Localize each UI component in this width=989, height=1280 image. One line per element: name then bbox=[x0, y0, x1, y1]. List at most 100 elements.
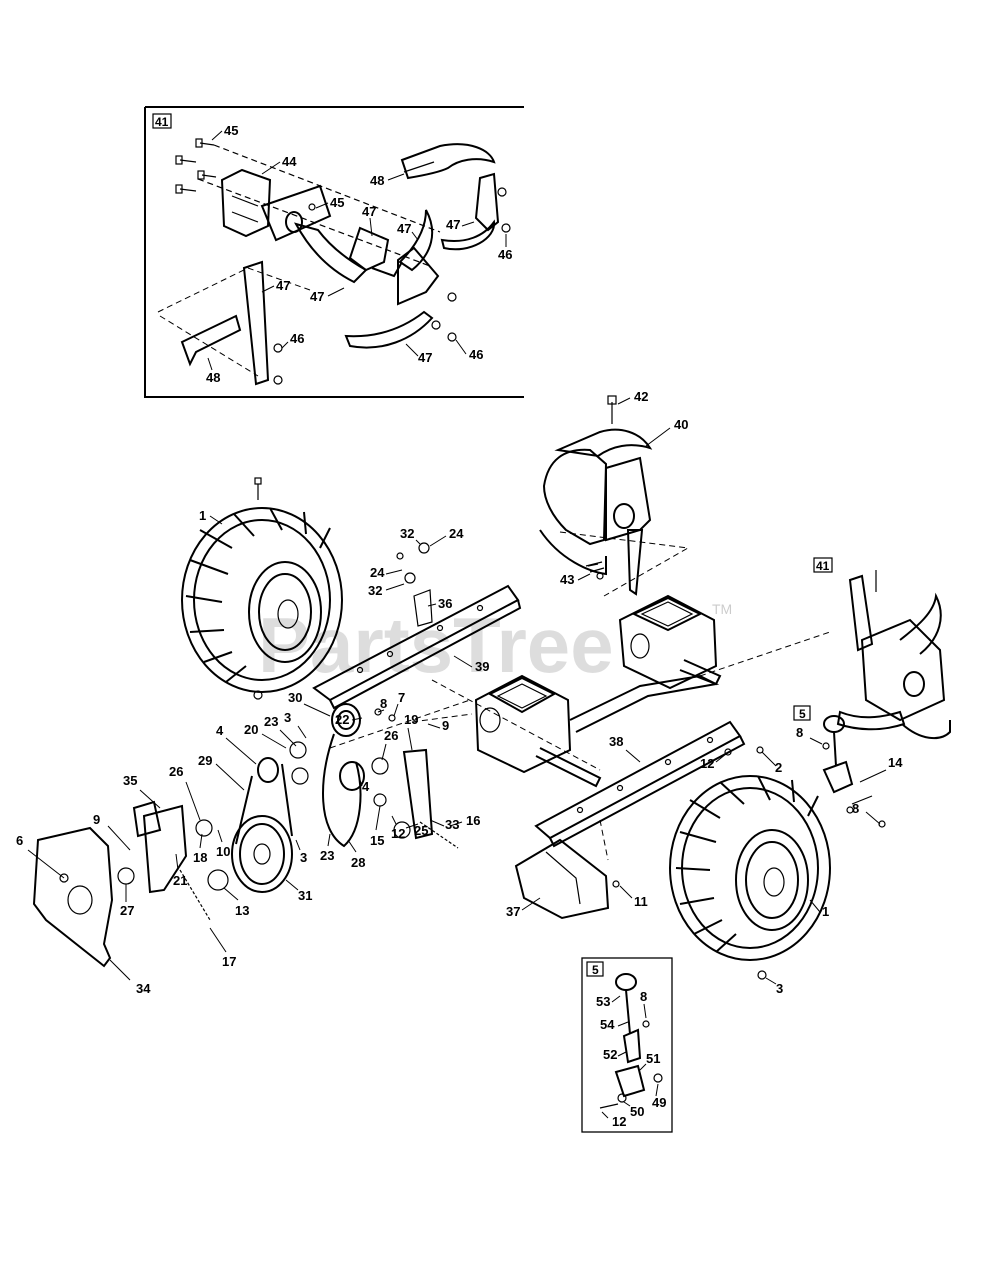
part-label: 1 bbox=[199, 508, 206, 523]
part-label: 21 bbox=[173, 873, 187, 888]
part-label: 47 bbox=[446, 217, 460, 232]
part-label: 43 bbox=[560, 572, 574, 587]
part-label: 3 bbox=[776, 981, 783, 996]
part-label: 3 bbox=[284, 710, 291, 725]
watermark-trademark: TM bbox=[712, 601, 732, 617]
part-label: 23 bbox=[264, 714, 278, 729]
tine-detail-labels: 45 44 45 48 47 47 47 46 47 46 47 46 47 4… bbox=[206, 123, 512, 385]
right-wheel bbox=[669, 775, 831, 980]
belt-guard-plate bbox=[32, 826, 114, 968]
callout-box-41 bbox=[152, 113, 172, 129]
callout-41-label: 41 bbox=[155, 115, 169, 129]
part-label: 32 bbox=[400, 526, 414, 541]
part-label: 24 bbox=[449, 526, 464, 541]
part-label: 47 bbox=[397, 221, 411, 236]
part-label: 14 bbox=[888, 755, 903, 770]
part-label: 20 bbox=[244, 722, 258, 737]
part-label: 10 bbox=[216, 844, 230, 859]
hardware bbox=[374, 542, 764, 888]
part-label: 9 bbox=[93, 812, 100, 827]
connector-lines bbox=[329, 531, 831, 861]
part-label: 12 bbox=[391, 826, 405, 841]
part-label: 44 bbox=[282, 154, 297, 169]
part-label: 35 bbox=[123, 773, 137, 788]
part-label: 47 bbox=[310, 289, 324, 304]
main-labels: 42 40 1 24 32 24 32 36 39 43 30 22 8 7 2… bbox=[16, 389, 903, 996]
part-label: 4 bbox=[216, 723, 224, 738]
callout-box-5-ref bbox=[793, 705, 811, 721]
part-label: 45 bbox=[330, 195, 344, 210]
part-label: 6 bbox=[16, 833, 23, 848]
part-label: 46 bbox=[469, 347, 483, 362]
part-label: 17 bbox=[222, 954, 236, 969]
part-label: 50 bbox=[630, 1104, 644, 1119]
part-label: 8 bbox=[852, 801, 859, 816]
part-label: 30 bbox=[288, 690, 302, 705]
left-wheel bbox=[181, 477, 343, 700]
part-label: 54 bbox=[600, 1017, 615, 1032]
part-label: 53 bbox=[596, 994, 610, 1009]
part-label: 11 bbox=[634, 894, 648, 909]
callout-5-label: 5 bbox=[592, 963, 599, 977]
right-tine-assembly: 41 bbox=[813, 557, 951, 740]
part-label: 37 bbox=[506, 904, 520, 919]
part-label: 23 bbox=[320, 848, 334, 863]
part-label: 8 bbox=[796, 725, 803, 740]
part-label: 3 bbox=[300, 850, 307, 865]
part-label: 24 bbox=[370, 565, 385, 580]
part-label: 12 bbox=[700, 756, 714, 771]
part-label: 4 bbox=[362, 779, 370, 794]
part-label: 52 bbox=[603, 1047, 617, 1062]
frame-rails bbox=[312, 584, 746, 848]
part-label: 34 bbox=[136, 981, 151, 996]
shift-lever-assembly: 5 bbox=[793, 705, 886, 828]
part-label: 2 bbox=[775, 760, 782, 775]
part-label: 8 bbox=[380, 696, 387, 711]
part-label: 12 bbox=[612, 1114, 626, 1129]
part-label: 47 bbox=[362, 204, 376, 219]
part-label: 26 bbox=[169, 764, 183, 779]
part-label: 46 bbox=[498, 247, 512, 262]
part-label: 19 bbox=[404, 712, 418, 727]
callout-41-ref-label: 41 bbox=[816, 559, 830, 573]
part-label: 18 bbox=[193, 850, 207, 865]
part-label: 49 bbox=[652, 1095, 666, 1110]
part-label: 47 bbox=[276, 278, 290, 293]
tiller-tine-assembly bbox=[539, 395, 653, 596]
part-label: 40 bbox=[674, 417, 688, 432]
part-label: 47 bbox=[418, 350, 432, 365]
part-label: 42 bbox=[634, 389, 648, 404]
part-label: 15 bbox=[370, 833, 384, 848]
part-label: 7 bbox=[398, 690, 405, 705]
part-label: 39 bbox=[475, 659, 489, 674]
tine-detail-box: 41 bbox=[144, 106, 524, 398]
part-label: 8 bbox=[640, 989, 647, 1004]
part-label: 9 bbox=[442, 718, 449, 733]
part-label: 26 bbox=[384, 728, 398, 743]
rear-shield bbox=[514, 838, 610, 920]
part-label: 45 bbox=[224, 123, 238, 138]
part-label: 1 bbox=[822, 904, 829, 919]
part-label: 48 bbox=[206, 370, 220, 385]
part-label: 29 bbox=[198, 753, 212, 768]
part-label: 25 bbox=[414, 823, 428, 838]
part-label: 46 bbox=[290, 331, 304, 346]
part-label: 13 bbox=[235, 903, 249, 918]
callout-box-41-ref bbox=[813, 557, 833, 573]
transmission bbox=[474, 594, 722, 788]
callout-5-ref-label: 5 bbox=[799, 707, 806, 721]
part-label: 28 bbox=[351, 855, 365, 870]
part-label: 27 bbox=[120, 903, 134, 918]
shifter-detail-box: 5 53 8 54 52 51 49 50 12 bbox=[581, 957, 673, 1133]
part-label: 22 bbox=[335, 712, 349, 727]
part-label: 36 bbox=[438, 596, 452, 611]
part-label: 16 bbox=[466, 813, 480, 828]
part-label: 32 bbox=[368, 583, 382, 598]
part-label: 48 bbox=[370, 173, 384, 188]
callout-box-5 bbox=[586, 961, 604, 977]
part-label: 51 bbox=[646, 1051, 660, 1066]
part-label: 33 bbox=[445, 817, 459, 832]
drive-pulleys bbox=[117, 703, 459, 921]
part-label: 31 bbox=[298, 888, 312, 903]
